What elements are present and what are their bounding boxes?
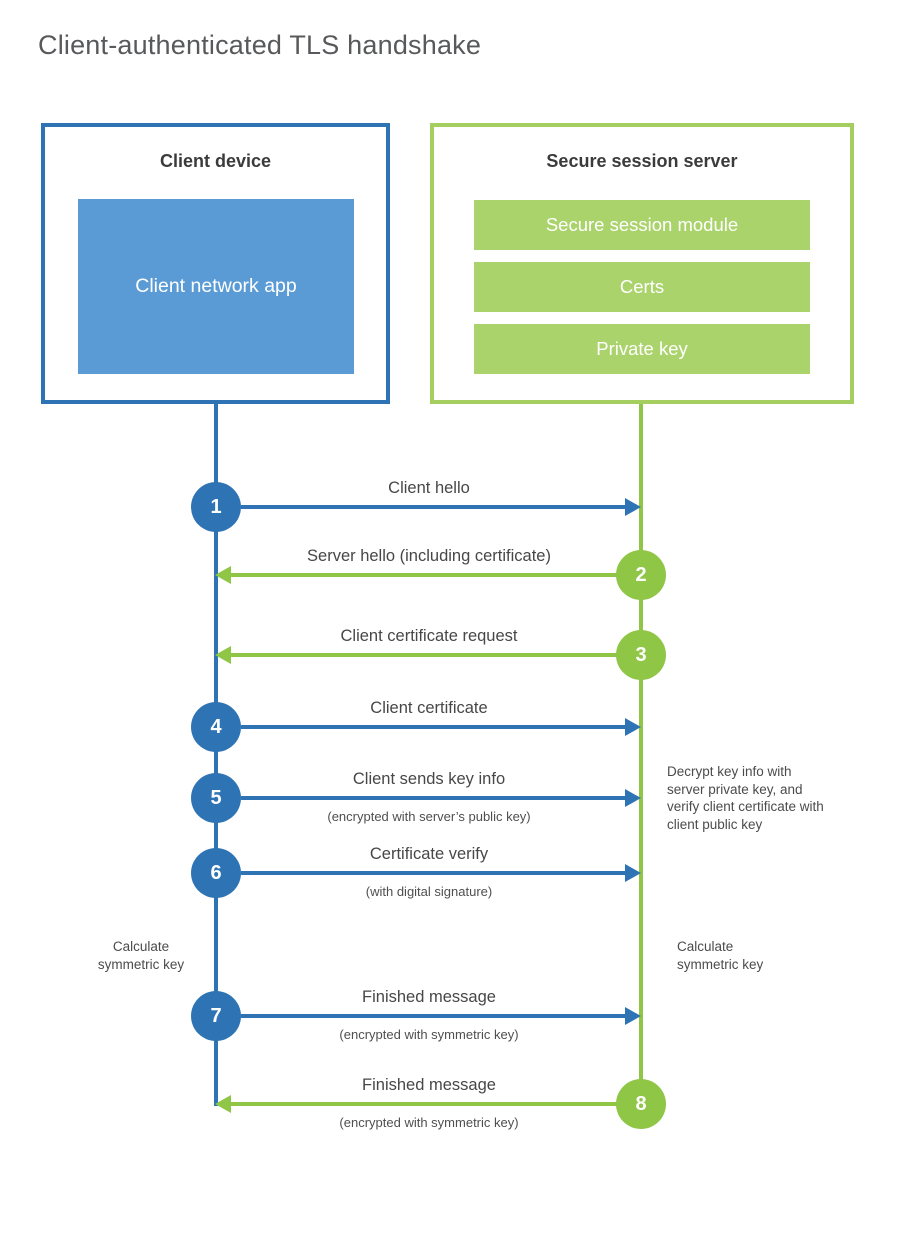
message-arrow xyxy=(241,725,627,729)
arrowhead-right-icon xyxy=(625,1007,641,1025)
message-label: Client certificate xyxy=(370,699,488,717)
client-lifeline xyxy=(214,404,218,1106)
step-circle: 8 xyxy=(616,1079,666,1129)
client-device-title: Client device xyxy=(159,151,272,171)
message-label: Client sends key info xyxy=(352,770,506,788)
message-arrow xyxy=(241,1014,627,1018)
message-arrow xyxy=(231,653,617,657)
message-label: Finished message xyxy=(362,988,496,1006)
arrowhead-left-icon xyxy=(215,646,231,664)
message-label: Client certificate request xyxy=(340,627,518,645)
calculate-symmetric-key-right-note: Calculate symmetric key xyxy=(677,939,764,972)
arrowhead-right-icon xyxy=(625,789,641,807)
message-label: Server hello (including certificate) xyxy=(307,547,551,565)
message-sublabel: (encrypted with symmetric key) xyxy=(339,1027,519,1042)
arrowhead-right-icon xyxy=(625,498,641,516)
message-label: Client hello xyxy=(388,479,470,497)
step-circle: 2 xyxy=(616,550,666,600)
step-circle: 6 xyxy=(191,848,241,898)
step-circle: 7 xyxy=(191,991,241,1041)
step-circle: 5 xyxy=(191,773,241,823)
message-sublabel: (encrypted with server’s public key) xyxy=(327,809,531,824)
message-label: Finished message xyxy=(362,1076,496,1094)
page-title: Client-authenticated TLS handshake xyxy=(38,30,482,60)
decrypt-key-note: Decrypt key info with server private key… xyxy=(667,764,824,832)
module-bar-secure-session-module: Secure session module xyxy=(474,200,810,250)
arrowhead-left-icon xyxy=(215,1095,231,1113)
secure-session-server-title: Secure session server xyxy=(546,151,738,171)
step-circle: 3 xyxy=(616,630,666,680)
message-arrow xyxy=(241,505,627,509)
arrowhead-right-icon xyxy=(625,718,641,736)
message-arrow xyxy=(241,871,627,875)
step-circle: 1 xyxy=(191,482,241,532)
message-arrow xyxy=(231,1102,617,1106)
calculate-symmetric-key-left-note: Calculate symmetric key xyxy=(97,939,185,972)
message-arrow xyxy=(231,573,617,577)
module-bar-certs: Certs xyxy=(474,262,810,312)
arrowhead-right-icon xyxy=(625,864,641,882)
server-lifeline xyxy=(639,404,643,1104)
message-arrow xyxy=(241,796,627,800)
message-sublabel: (with digital signature) xyxy=(365,884,493,899)
client-network-app-label: Client network app xyxy=(135,275,297,298)
module-bar-private-key: Private key xyxy=(474,324,810,374)
message-sublabel: (encrypted with symmetric key) xyxy=(339,1115,519,1130)
client-network-app-box: Client network app xyxy=(78,199,354,374)
step-circle: 4 xyxy=(191,702,241,752)
arrowhead-left-icon xyxy=(215,566,231,584)
message-label: Certificate verify xyxy=(369,845,489,863)
